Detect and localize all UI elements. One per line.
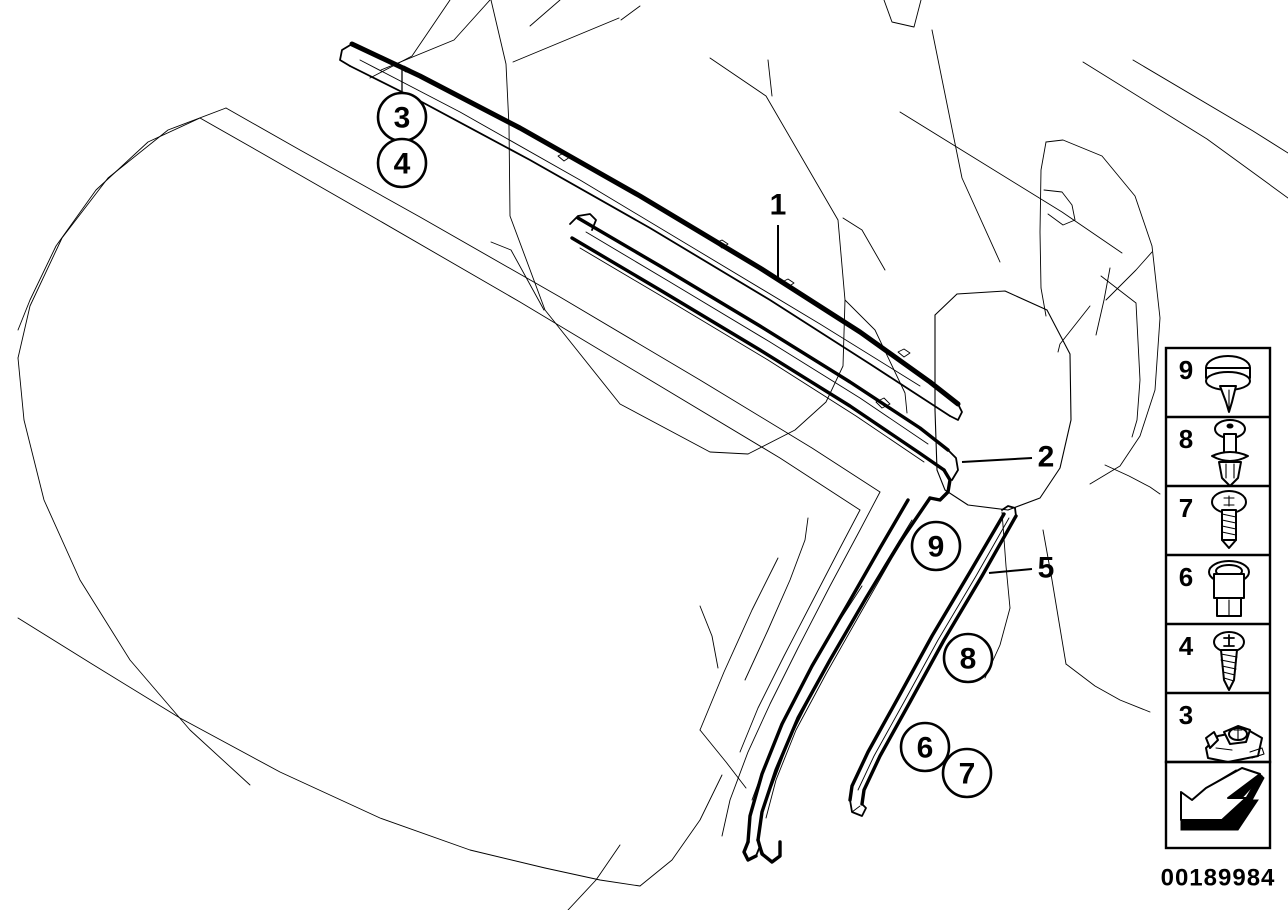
windshield-seal-item2 (569, 213, 959, 502)
leader-line-5 (988, 568, 1033, 574)
legend-number-8: 8 (1179, 424, 1193, 454)
diagram-part-number: 00189984 (1161, 865, 1276, 892)
callout-bubble-4: 4 (376, 137, 428, 189)
callout-bubble-9: 9 (910, 520, 962, 572)
legend-number-4: 4 (1179, 631, 1194, 661)
callout-layer: 1 2 5 3 4 9 8 6 (376, 66, 1055, 799)
grommet-nut-icon (1208, 560, 1250, 617)
legend-row-4: 4 (1179, 631, 1245, 691)
callout-label-2: 2 (1038, 441, 1055, 474)
callout-label-5: 5 (1038, 552, 1055, 585)
direction-arrow-box (1164, 760, 1272, 850)
pan-head-screw-icon (1211, 490, 1247, 549)
vehicle-interior-outline (369, 0, 1288, 713)
self-tapping-screw-icon (1213, 631, 1245, 691)
callout-bubble-label-4: 4 (394, 148, 411, 181)
windshield-upper-trim-item1 (339, 41, 963, 421)
callout-bubble-label-6: 6 (917, 732, 934, 765)
fastener-legend-box: 9 8 (1161, 346, 1276, 892)
a-pillar-cover-item2 (699, 496, 932, 864)
expanding-rivet-icon (1211, 419, 1249, 487)
legend-number-7: 7 (1179, 493, 1193, 523)
callout-bubble-3: 3 (376, 91, 428, 143)
callout-bubble-6: 6 (899, 721, 951, 773)
legend-number-3: 3 (1179, 700, 1193, 730)
legend-number-9: 9 (1179, 355, 1193, 385)
legend-row-8: 8 (1179, 419, 1249, 487)
callout-bubble-label-8: 8 (960, 643, 977, 676)
spring-clip-icon (1205, 725, 1265, 763)
legend-row-7: 7 (1179, 490, 1247, 549)
mushroom-head-rivet-icon (1205, 355, 1251, 413)
legend-row-3: 3 (1179, 700, 1265, 763)
callout-bubble-label-7: 7 (959, 758, 976, 791)
legend-row-9: 9 (1179, 355, 1251, 413)
callout-bubble-7: 7 (941, 747, 993, 799)
windshield-glass-outline (17, 107, 881, 910)
legend-row-6: 6 (1179, 560, 1250, 617)
leader-line-2 (961, 457, 1033, 463)
side-trim-strip-item5 (848, 505, 1018, 817)
callout-bubble-8: 8 (942, 632, 994, 684)
callout-bubble-label-9: 9 (928, 531, 945, 564)
callout-label-1: 1 (770, 189, 787, 222)
callout-bubble-label-3: 3 (394, 102, 411, 135)
legend-number-6: 6 (1179, 562, 1193, 592)
